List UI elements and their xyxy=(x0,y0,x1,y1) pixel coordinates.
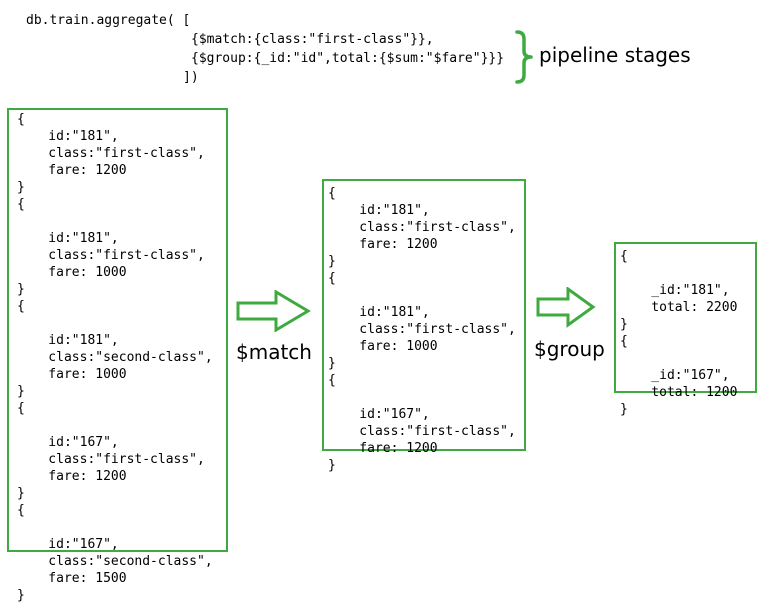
doc-line: id:"181", xyxy=(328,305,430,320)
doc-line: } xyxy=(17,588,25,603)
doc-line: { xyxy=(17,197,25,212)
doc-line: } xyxy=(620,317,628,332)
doc-line: _id:"181", xyxy=(620,283,730,298)
doc-line: id:"181", xyxy=(328,203,430,218)
doc-line: class:"first-class", xyxy=(328,424,516,439)
doc-line: class:"first-class", xyxy=(17,248,205,263)
doc-line: class:"first-class", xyxy=(328,220,516,235)
doc-line: } xyxy=(328,254,336,269)
query-line-2: {$match:{class:"first-class"}}, xyxy=(191,32,434,47)
doc-line: { xyxy=(328,271,336,286)
doc-line: fare: 1500 xyxy=(17,571,127,586)
doc-line: total: 1200 xyxy=(620,385,738,400)
doc-line: { xyxy=(328,186,336,201)
doc-line: } xyxy=(620,402,628,417)
doc-line: id:"181", xyxy=(17,231,119,246)
doc-line: fare: 1000 xyxy=(328,339,438,354)
doc-line: } xyxy=(328,356,336,371)
brace-icon xyxy=(515,30,533,84)
doc-line: total: 2200 xyxy=(620,300,738,315)
doc-line: class:"first-class", xyxy=(17,146,205,161)
query-line-3: {$group:{_id:"id",total:{$sum:"$fare"}}} xyxy=(191,51,505,66)
doc-line: { xyxy=(17,112,25,127)
doc-line: fare: 1200 xyxy=(328,441,438,456)
doc-line: { xyxy=(328,373,336,388)
match-stage-label: $match xyxy=(236,340,312,364)
doc-line: } xyxy=(17,384,25,399)
doc-line: id:"167", xyxy=(328,407,430,422)
doc-line: { xyxy=(17,503,25,518)
doc-line: id:"167", xyxy=(17,537,119,552)
doc-line: id:"181", xyxy=(17,129,119,144)
group-stage-label: $group xyxy=(534,337,605,361)
group-arrow-icon xyxy=(536,287,596,328)
doc-line: { xyxy=(620,249,628,264)
doc-line: id:"181", xyxy=(17,333,119,348)
doc-line: fare: 1000 xyxy=(17,265,127,280)
group-result-box: { _id:"181", total: 2200} { _id:"167", to… xyxy=(614,242,757,417)
doc-line: } xyxy=(328,458,336,473)
pipeline-stages-label: pipeline stages xyxy=(539,43,691,67)
doc-line: fare: 1200 xyxy=(17,469,127,484)
match-arrow-icon xyxy=(236,290,311,332)
doc-line: class:"first-class", xyxy=(328,322,516,337)
doc-line: fare: 1000 xyxy=(17,367,127,382)
query-line-1: db.train.aggregate( [ xyxy=(26,13,191,28)
match-result-box: { id:"181", class:"first-class", fare: 1… xyxy=(322,179,526,473)
doc-line: } xyxy=(17,180,25,195)
doc-line: fare: 1200 xyxy=(17,163,127,178)
doc-line: _id:"167", xyxy=(620,368,730,383)
query-line-4: ]) xyxy=(183,70,199,85)
doc-line: { xyxy=(17,299,25,314)
doc-line: class:"second-class", xyxy=(17,350,213,365)
doc-line: } xyxy=(17,282,25,297)
doc-line: id:"167", xyxy=(17,435,119,450)
doc-line: class:"second-class", xyxy=(17,554,213,569)
doc-line: { xyxy=(17,401,25,416)
doc-line: { xyxy=(620,334,628,349)
doc-line: class:"first-class", xyxy=(17,452,205,467)
input-documents-box: { id:"181", class:"first-class", fare: 1… xyxy=(7,108,228,603)
doc-line: } xyxy=(17,486,25,501)
doc-line: fare: 1200 xyxy=(328,237,438,252)
